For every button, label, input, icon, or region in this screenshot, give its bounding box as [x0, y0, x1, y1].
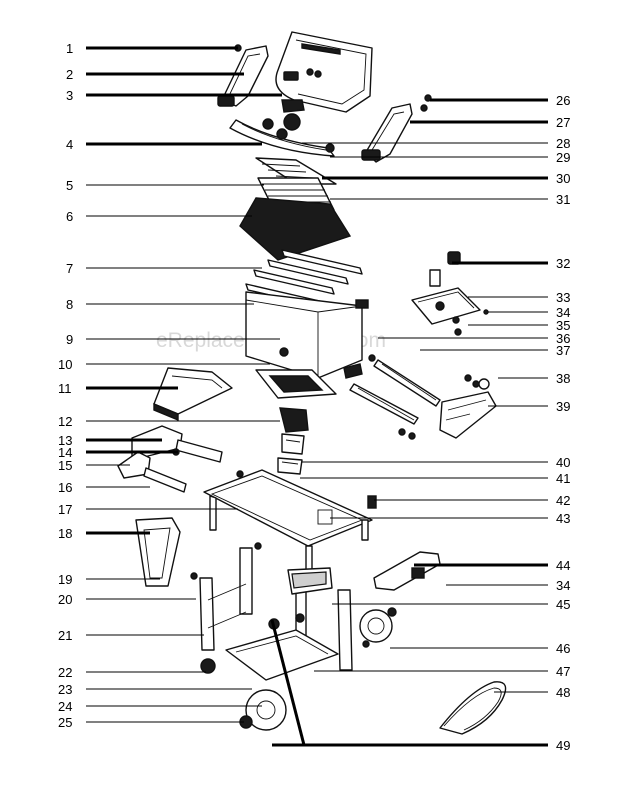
callout-right-label-29: 29	[556, 150, 570, 165]
callout-right-label-27: 27	[556, 115, 570, 130]
callout-right-label-33: 33	[556, 290, 570, 305]
callout-right-label-35: 35	[556, 318, 570, 333]
callout-right-label-34: 34	[556, 305, 570, 320]
callout-left-label-23: 23	[58, 682, 72, 697]
callout-left-label-8: 8	[66, 297, 73, 312]
briquette-grid	[239, 197, 352, 261]
callout-left-label-13: 13	[58, 433, 72, 448]
callout-left-label-7: 7	[66, 261, 73, 276]
callout-49-diagonal	[270, 619, 306, 746]
callout-left-label-14: 14	[58, 445, 72, 460]
callout-right-label-47: 47	[556, 664, 570, 679]
callout-left-label-3: 3	[66, 88, 73, 103]
callout-right-label-49: 49	[556, 738, 570, 753]
gas-hose	[439, 681, 507, 735]
callout-right-label-44: 44	[556, 558, 570, 573]
callout-left-label-6: 6	[66, 209, 73, 224]
callout-right-label-34: 34	[556, 578, 570, 593]
cart-frame	[203, 469, 377, 571]
callout-left-label-21: 21	[58, 628, 72, 643]
callout-right-label-28: 28	[556, 136, 570, 151]
callout-right-label-48: 48	[556, 685, 570, 700]
callout-left-label-9: 9	[66, 332, 73, 347]
catch-pans	[277, 433, 305, 475]
callout-left-label-16: 16	[58, 480, 72, 495]
wheels	[200, 607, 397, 731]
tank-holder-bracket	[373, 551, 441, 591]
tool-holders	[117, 425, 223, 493]
callout-right-label-30: 30	[556, 171, 570, 186]
callout-right-label-38: 38	[556, 371, 570, 386]
gas-tank-basket	[287, 567, 333, 595]
callout-right-label-31: 31	[556, 192, 570, 207]
callout-right-label-37: 37	[556, 343, 570, 358]
callout-left-label-10: 10	[58, 357, 72, 372]
callout-right-label-32: 32	[556, 256, 570, 271]
callout-left-label-11: 11	[58, 381, 72, 396]
callout-left-label-12: 12	[58, 414, 72, 429]
callout-left-label-18: 18	[58, 526, 72, 541]
cookbox	[245, 291, 369, 433]
callout-left-label-22: 22	[58, 665, 72, 680]
callout-left-label-20: 20	[58, 592, 72, 607]
callout-left-label-4: 4	[66, 137, 73, 152]
callout-right-label-45: 45	[556, 597, 570, 612]
callout-left-label-25: 25	[58, 715, 72, 730]
callout-right-label-40: 40	[556, 455, 570, 470]
callout-right-label-36: 36	[556, 331, 570, 346]
callouts-right: 2627282930313233343536373839404142434434…	[270, 93, 570, 753]
callout-left-label-24: 24	[58, 699, 72, 714]
callout-left-label-17: 17	[58, 502, 72, 517]
burner-parts	[343, 251, 497, 440]
callout-right-label-41: 41	[556, 471, 570, 486]
callout-right-label-46: 46	[556, 641, 570, 656]
callout-left-label-15: 15	[58, 458, 72, 473]
callout-left-label-19: 19	[58, 572, 72, 587]
callout-left-label-5: 5	[66, 178, 73, 193]
callout-right-label-42: 42	[556, 493, 570, 508]
callout-left-label-1: 1	[66, 41, 73, 56]
callout-right-label-39: 39	[556, 399, 570, 414]
callout-right-label-26: 26	[556, 93, 570, 108]
callout-left-label-2: 2	[66, 67, 73, 82]
callout-right-label-43: 43	[556, 511, 570, 526]
side-table	[153, 367, 233, 422]
callouts-left: 1234567891011121314151617181920212223242…	[58, 41, 282, 730]
tank-scale	[135, 517, 181, 587]
